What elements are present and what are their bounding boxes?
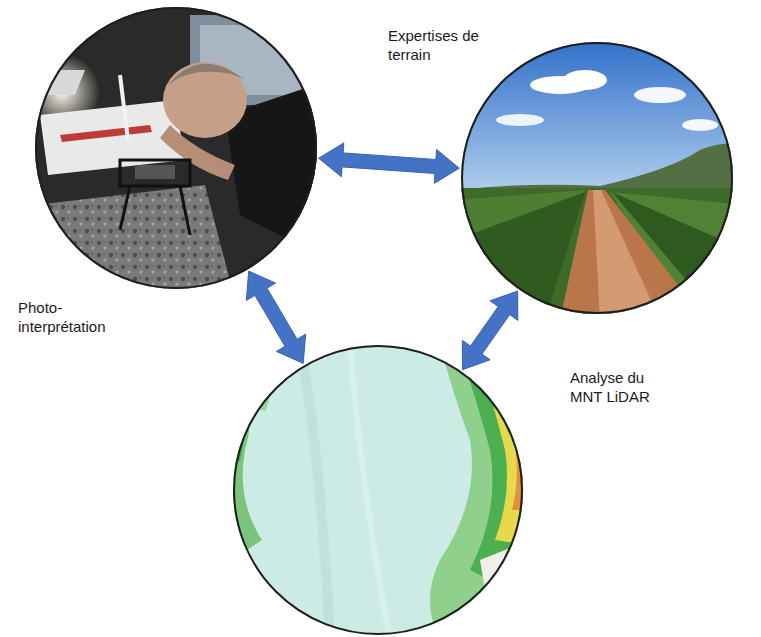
circle-outline [35, 7, 317, 289]
photo-circle: Photo- interprétation [35, 7, 317, 289]
circle-outline [233, 345, 523, 635]
map-circle: Analyse du MNT LiDAR [233, 345, 523, 635]
circle-outline [461, 42, 733, 314]
node-label: Expertises de terrain [388, 26, 506, 64]
double-arrow [462, 291, 518, 370]
double-arrow [246, 271, 305, 363]
vineyard-photo [455, 38, 745, 320]
photo-circle: Expertises de terrain [461, 42, 733, 314]
desk-photo [24, 0, 330, 300]
lidar-dtm-map [230, 340, 530, 637]
double-arrow [319, 143, 460, 184]
node-label: Analyse du MNT LiDAR [570, 368, 670, 406]
node-label: Photo- interprétation [18, 298, 130, 336]
